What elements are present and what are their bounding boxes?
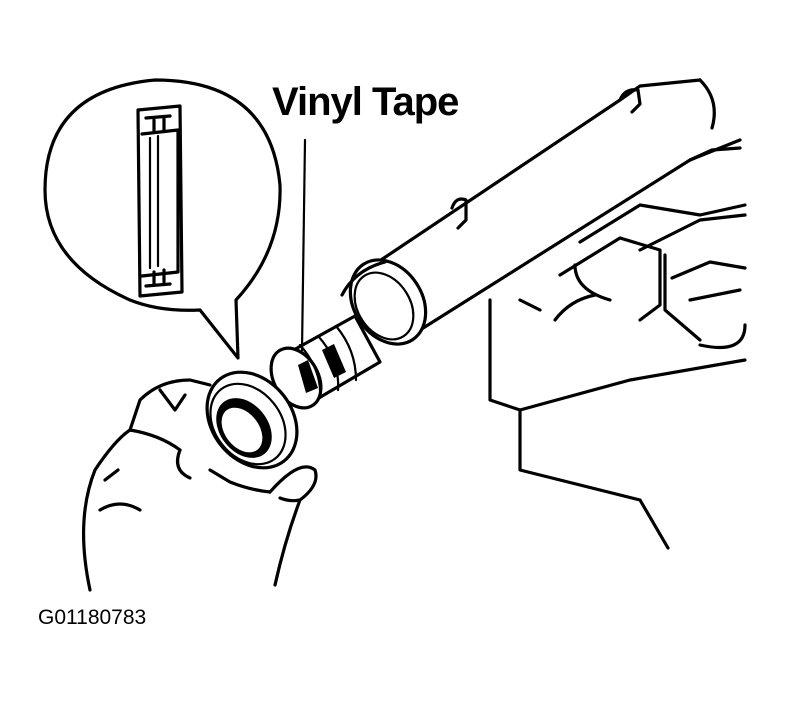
cross-section-callout <box>43 78 282 360</box>
figure-code: G01180783 <box>38 606 147 629</box>
shaft-tube <box>370 78 742 332</box>
leader-line <box>300 138 307 352</box>
hand <box>81 378 318 592</box>
housing-case <box>488 203 747 550</box>
oil-seal <box>205 370 299 470</box>
shaft-collar <box>340 258 428 346</box>
vinyl-tape-label: Vinyl Tape <box>272 80 459 124</box>
